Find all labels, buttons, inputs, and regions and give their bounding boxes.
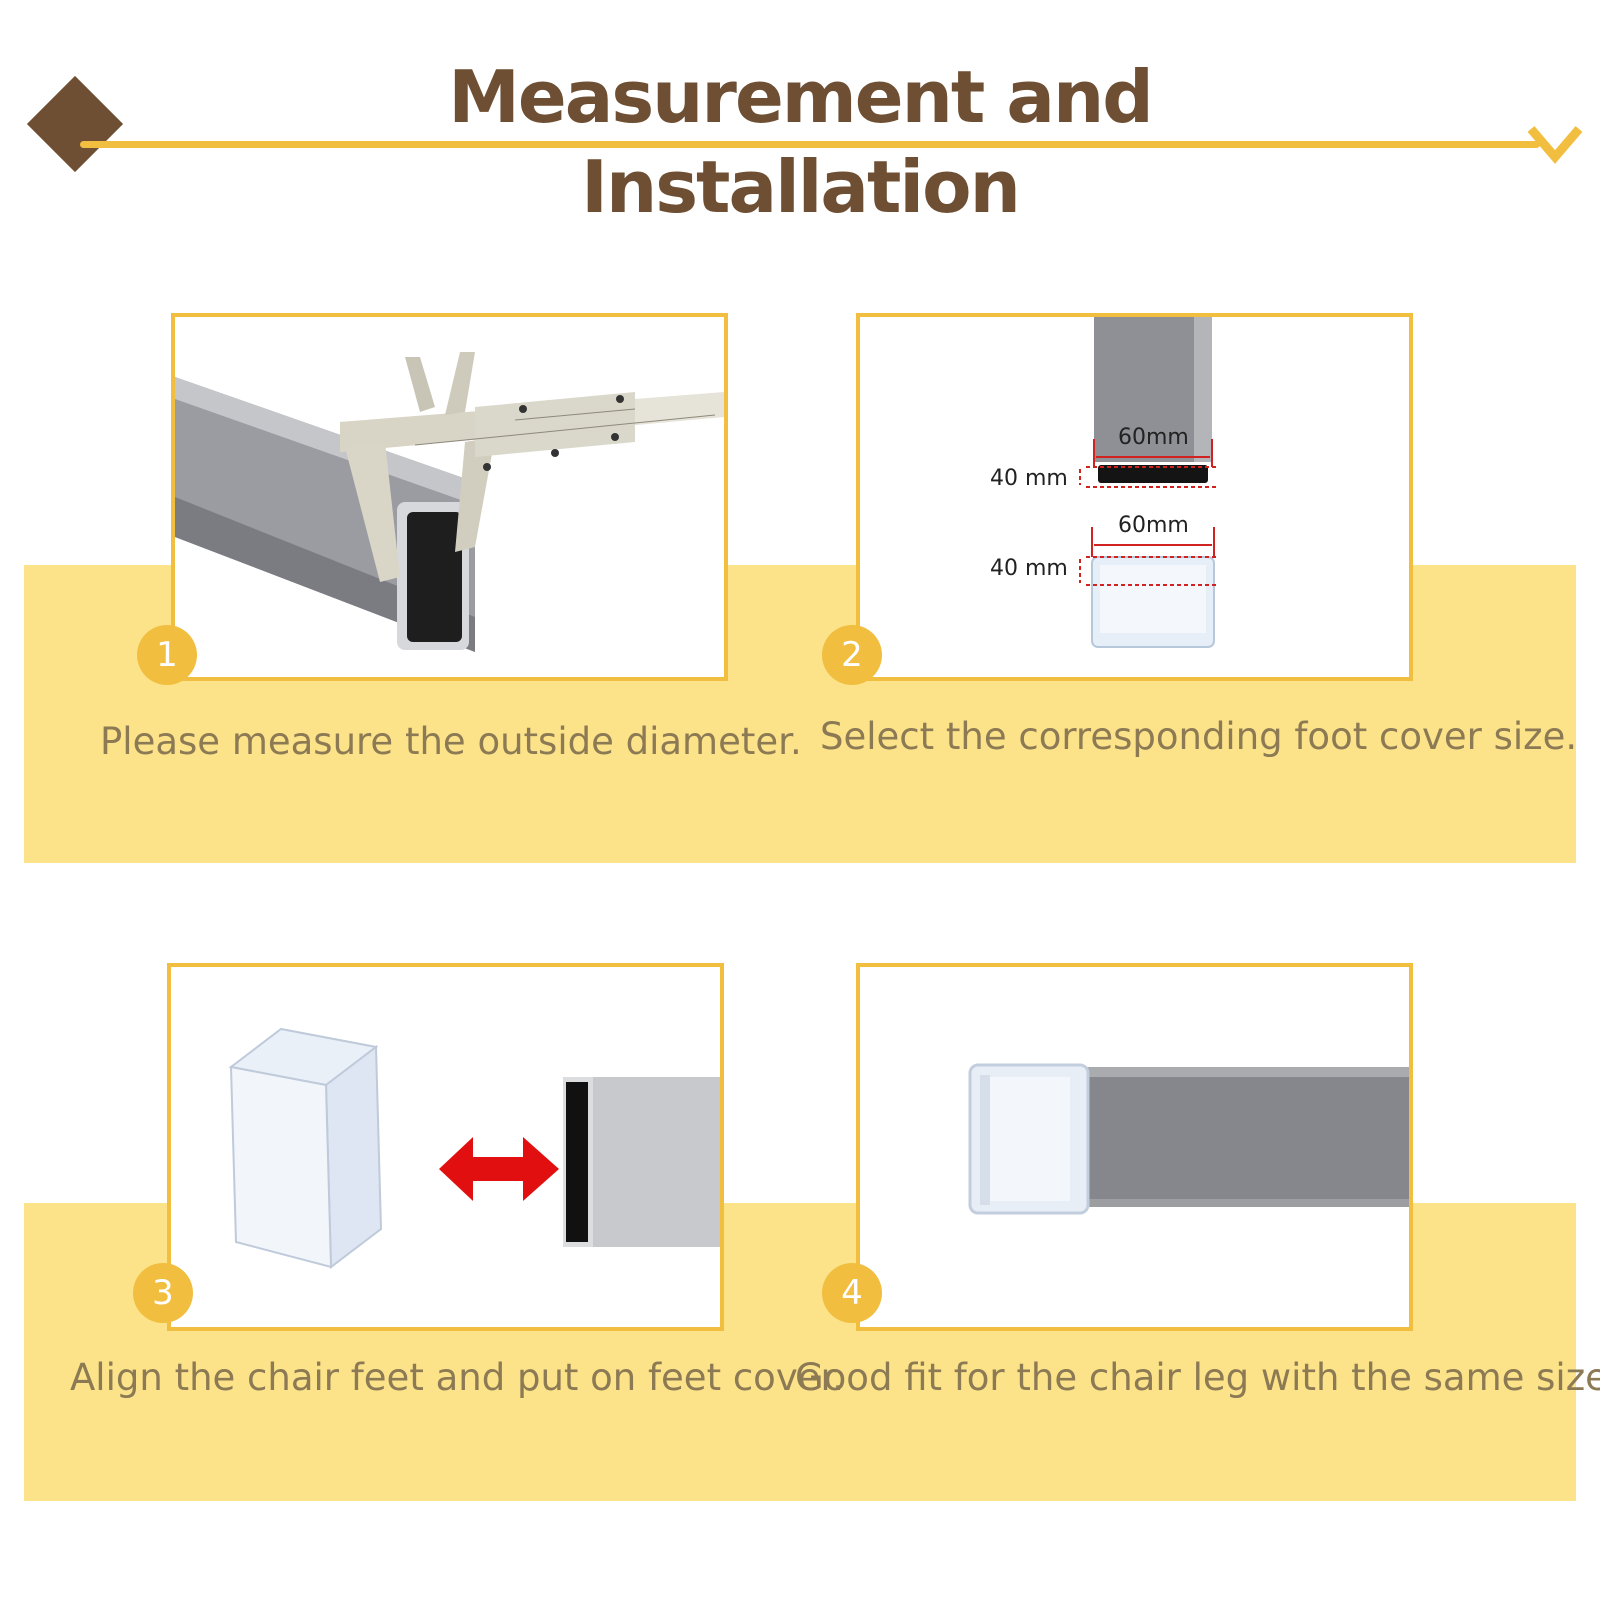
step-4-caption: Good fit for the chair leg with the same… [795, 1356, 1600, 1399]
step-2-caption: Select the corresponding foot cover size… [820, 715, 1578, 758]
step-2-image: 60mm 40 mm 60mm 40 mm [856, 313, 1413, 681]
step-4-number-badge: 4 [822, 1263, 882, 1323]
bottom-width-label: 60mm [1118, 513, 1189, 538]
top-width-label: 60mm [1118, 425, 1189, 450]
step-1-number-badge: 1 [137, 625, 197, 685]
step-3-image [167, 963, 724, 1331]
step-3-caption: Align the chair feet and put on feet cov… [70, 1356, 845, 1399]
step-1-caption: Please measure the outside diameter. [100, 720, 802, 763]
bottom-height-label: 40 mm [990, 556, 1068, 581]
step-2-number-badge: 2 [822, 625, 882, 685]
step-4-image [856, 963, 1413, 1331]
top-height-label: 40 mm [990, 466, 1068, 491]
step-1-image [171, 313, 728, 681]
header-divider [80, 141, 1540, 148]
page-title: Measurement and Installation [448, 55, 1154, 229]
diamond-icon [26, 75, 124, 173]
step-3-number-badge: 3 [133, 1263, 193, 1323]
chevron-down-icon [1527, 126, 1583, 164]
